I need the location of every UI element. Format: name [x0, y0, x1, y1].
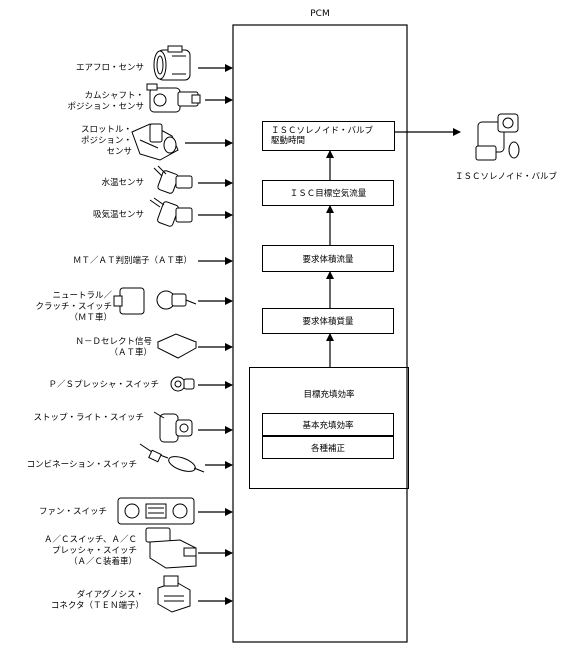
isc-target-air-flow-box: ＩＳＣ目標空気流量	[262, 180, 394, 206]
input-label-ps-pressure-switch: Ｐ／Ｓプレッシャ・スイッチ	[48, 380, 159, 390]
target-fill-efficiency-group	[249, 367, 409, 489]
input-label-mt-at-terminal: ＭＴ／ＡＴ判別端子（ＡＴ車）	[72, 256, 192, 266]
input-label-combination-switch: コンビネーション・スイッチ	[26, 460, 137, 470]
required-volume-mass-box: 要求体積質量	[262, 308, 394, 334]
pcm-frame	[232, 24, 408, 643]
input-label-fan-switch: ファン・スイッチ	[38, 507, 107, 517]
isc-solenoid-valve-label: ＩＳＣソレノイド・バルブ	[454, 172, 557, 182]
air-flow-sensor-icon	[153, 45, 191, 81]
input-label-air-flow-sensor: エアフロ・センサ	[75, 63, 144, 73]
isc-solenoid-valve-icon	[475, 113, 520, 161]
camshaft-position-sensor-icon	[146, 83, 201, 113]
input-label-camshaft-sensor: カムシャフト・ ポジション・センサ	[67, 91, 144, 112]
input-label-intake-temp-sensor: 吸気温センサ	[92, 210, 144, 220]
diagnosis-connector-icon	[157, 575, 191, 613]
nd-select-signal-icon	[156, 333, 198, 359]
ps-pressure-switch-icon	[170, 376, 195, 392]
combination-switch-icon	[139, 443, 205, 473]
required-volume-flow-box: 要求体積流量	[262, 245, 394, 272]
water-temp-sensor-icon	[153, 165, 193, 194]
fan-switch-icon	[117, 497, 195, 525]
pcm-title: PCM	[310, 9, 330, 19]
neutral-clutch-switch-icon	[113, 287, 197, 315]
input-label-nd-select-signal: Ｎ－Ｄセレクト信号 （ＡＴ車）	[75, 337, 152, 358]
input-label-neutral-clutch-switch: ニュートラル／ クラッチ・スイッチ （ＭＴ車）	[35, 291, 112, 323]
intake-temp-sensor-icon	[149, 197, 193, 227]
input-label-ac-switch: Ａ／Ｃスイッチ、Ａ／Ｃ プレッシャ・スイッチ （Ａ／Ｃ装着車）	[44, 535, 137, 567]
isc-drive-time-box: ＩＳＣソレノイド・バルブ 駆動時間	[262, 121, 395, 151]
isc-drive-time-label: ＩＳＣソレノイド・バルブ 駆動時間	[271, 126, 374, 146]
target-fill-efficiency-label: 目標充填効率	[303, 390, 355, 400]
corrections-box: 各種補正	[262, 436, 394, 459]
input-label-throttle-sensor: スロットル・ ポジション・ センサ	[80, 125, 132, 157]
input-label-stop-light-switch: ストップ・ライト・スイッチ	[33, 413, 144, 423]
throttle-position-sensor-icon	[131, 123, 179, 161]
input-label-diagnosis-connector: ダイアグノシス・ コネクタ（ＴＥＮ端子）	[50, 590, 144, 611]
input-label-water-temp-sensor: 水温センサ	[101, 178, 144, 188]
stop-light-switch-icon	[153, 411, 193, 443]
ac-switch-icon	[145, 527, 197, 569]
basic-fill-efficiency-box: 基本充填効率	[262, 413, 394, 436]
